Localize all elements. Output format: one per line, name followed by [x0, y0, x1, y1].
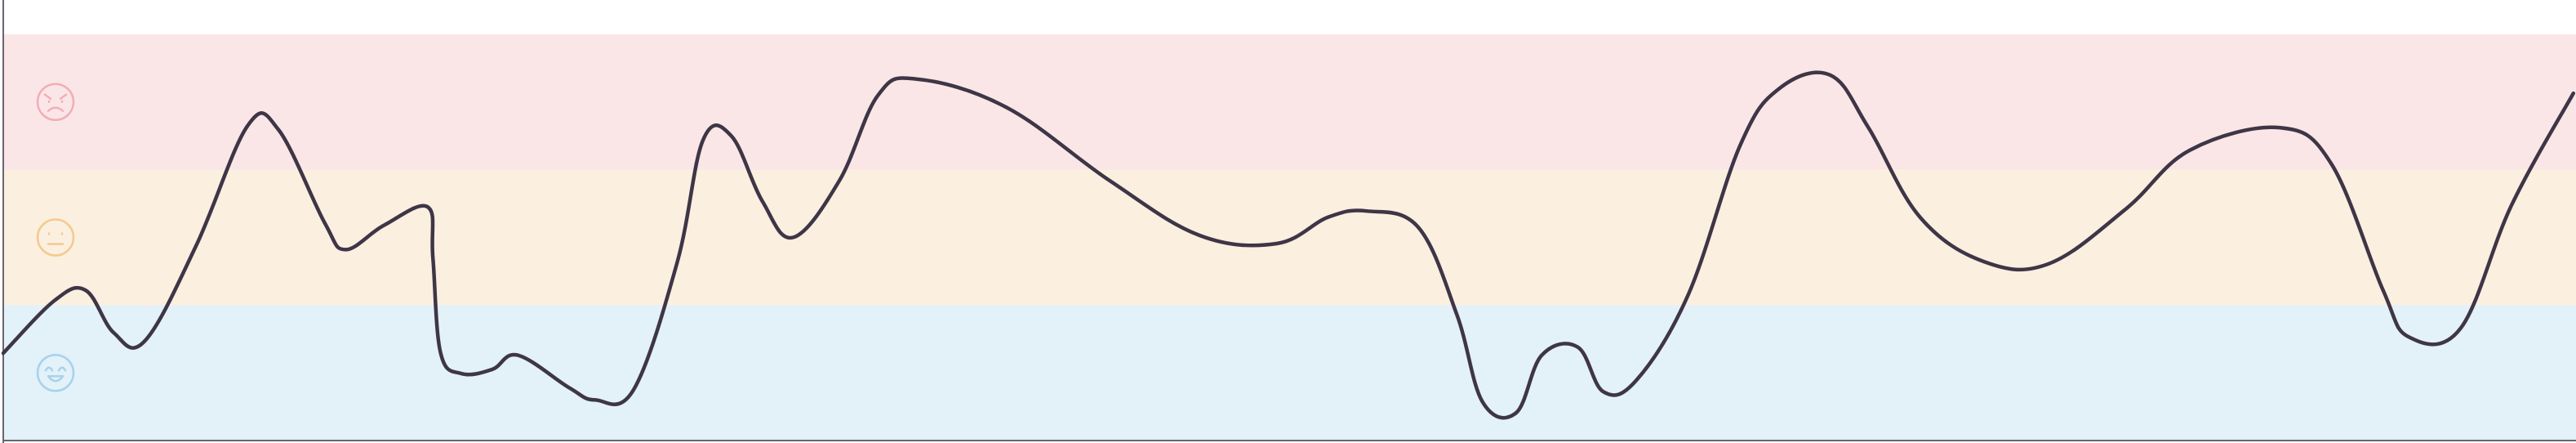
band-happy	[3, 305, 2576, 441]
happy-face-icon	[36, 353, 75, 392]
mood-line	[1, 70, 2576, 420]
band-neutral	[3, 169, 2576, 306]
band-angry	[3, 34, 2576, 170]
mood-bands	[3, 34, 2576, 441]
neutral-face-icon	[36, 218, 75, 257]
angry-face-icon	[36, 83, 75, 122]
mood-icons	[36, 83, 75, 392]
